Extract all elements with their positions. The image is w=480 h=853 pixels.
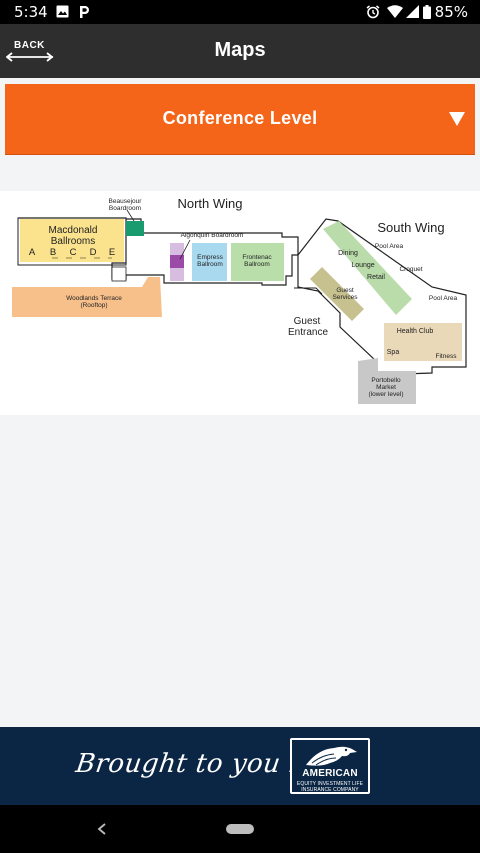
lounge-label: Lounge: [351, 262, 374, 269]
algonquin-room-2[interactable]: [170, 255, 184, 270]
battery-icon: [423, 5, 431, 19]
back-label: BACK: [14, 40, 45, 51]
chevron-down-icon: [449, 112, 465, 126]
portobello-label-3: (lower level): [368, 391, 403, 398]
pool-area-label-1: Pool Area: [375, 243, 404, 250]
parking-icon: [80, 6, 89, 18]
beausejour-label-1: Beausejour: [109, 198, 143, 205]
wifi-icon: [387, 5, 403, 18]
croquet-label: Croquet: [399, 266, 422, 273]
algonquin-pointer: [179, 239, 191, 260]
algonquin-label: Algonquin Boardroom: [181, 232, 244, 239]
frontenac-ballroom[interactable]: [231, 243, 284, 281]
health-club-label: Health Club: [397, 328, 434, 335]
algonquin-room-1[interactable]: [170, 243, 184, 257]
logo-subtitle-2: INSURANCE COMPANY: [301, 787, 359, 793]
section-a: A: [29, 247, 36, 258]
woodlands-label-1: Woodlands Terrace: [66, 295, 122, 302]
system-nav-bar: [0, 805, 480, 853]
macdonald-label-2: Ballrooms: [51, 236, 95, 247]
spa-label: Spa: [387, 349, 400, 356]
section-b: B: [50, 247, 56, 258]
woodlands-terrace[interactable]: [12, 277, 162, 317]
retail-label: Retail: [367, 274, 385, 281]
guest-entrance-label-1: Guest: [294, 316, 321, 327]
portobello-market[interactable]: [358, 358, 416, 404]
status-time: 5:34: [14, 3, 48, 21]
section-d: D: [90, 247, 97, 258]
north-wing-label: North Wing: [177, 196, 242, 211]
page-title: Maps: [214, 39, 266, 61]
back-button[interactable]: BACK: [6, 40, 56, 68]
nav-home-pill[interactable]: [226, 824, 254, 834]
guest-entrance-label-2: Entrance: [288, 327, 328, 338]
entrance-outline: [294, 287, 323, 295]
macdonald-ballrooms[interactable]: [20, 219, 124, 262]
logo-name: AMERICAN: [302, 768, 358, 779]
cell-signal-icon: [406, 5, 419, 18]
floor-map-drawing: Beausejour Boardroom North Wing Macdonal…: [12, 196, 467, 404]
app-bar: BACK Maps: [0, 24, 480, 78]
frontenac-label-2: Ballroom: [244, 261, 270, 268]
eagle-icon: [306, 746, 357, 766]
guest-services-label-2: Services: [333, 294, 359, 301]
status-bar: 5:34 85%: [0, 0, 480, 24]
dining-label: Dining: [338, 250, 358, 257]
woodlands-label-2: (Rooftop): [80, 302, 107, 309]
portobello-label-2: Market: [376, 384, 396, 391]
empress-ballroom[interactable]: [192, 243, 227, 281]
level-dropdown-label: Conference Level: [162, 108, 318, 128]
pool-area-label-2: Pool Area: [429, 295, 458, 302]
macdonald-outline: [17, 217, 127, 266]
south-wing-label: South Wing: [377, 220, 444, 235]
level-dropdown[interactable]: Conference Level: [5, 84, 475, 155]
empress-label-2: Ballroom: [197, 261, 223, 268]
beausejour-label-2: Boardroom: [109, 205, 141, 212]
logo-subtitle-1: EQUITY INVESTMENT LIFE: [296, 781, 364, 787]
health-club-spa[interactable]: [384, 323, 462, 361]
fitness-label: Fitness: [436, 353, 458, 360]
floor-map[interactable]: Beausejour Boardroom North Wing Macdonal…: [0, 191, 480, 415]
dining-lounge-retail[interactable]: [323, 221, 412, 315]
section-c: C: [70, 247, 77, 258]
sponsor-banner[interactable]: Brought to you by AMERICAN EQUITY INVEST…: [0, 727, 480, 805]
portobello-label-1: Portobello: [371, 377, 401, 384]
section-e: E: [109, 247, 115, 258]
algonquin-room-3[interactable]: [170, 268, 184, 281]
alarm-icon: [366, 5, 380, 19]
empress-label-1: Empress: [197, 254, 223, 261]
image-icon: [56, 5, 69, 18]
guest-services-label-1: Guest: [336, 287, 354, 294]
stair-block: [111, 266, 127, 282]
beausejour-boardroom[interactable]: [126, 221, 144, 236]
macdonald-label-1: Macdonald: [49, 225, 98, 236]
battery-percent: 85%: [434, 3, 468, 21]
nav-back-icon[interactable]: [92, 817, 112, 841]
frontenac-label-1: Frontenac: [242, 254, 272, 261]
sponsor-tagline: Brought to you by: [73, 749, 324, 779]
beausejour-pointer: [126, 209, 135, 222]
back-arrow-icon: [6, 52, 54, 62]
american-equity-logo: AMERICAN EQUITY INVESTMENT LIFE INSURANC…: [290, 738, 370, 794]
guest-services[interactable]: [310, 267, 364, 321]
